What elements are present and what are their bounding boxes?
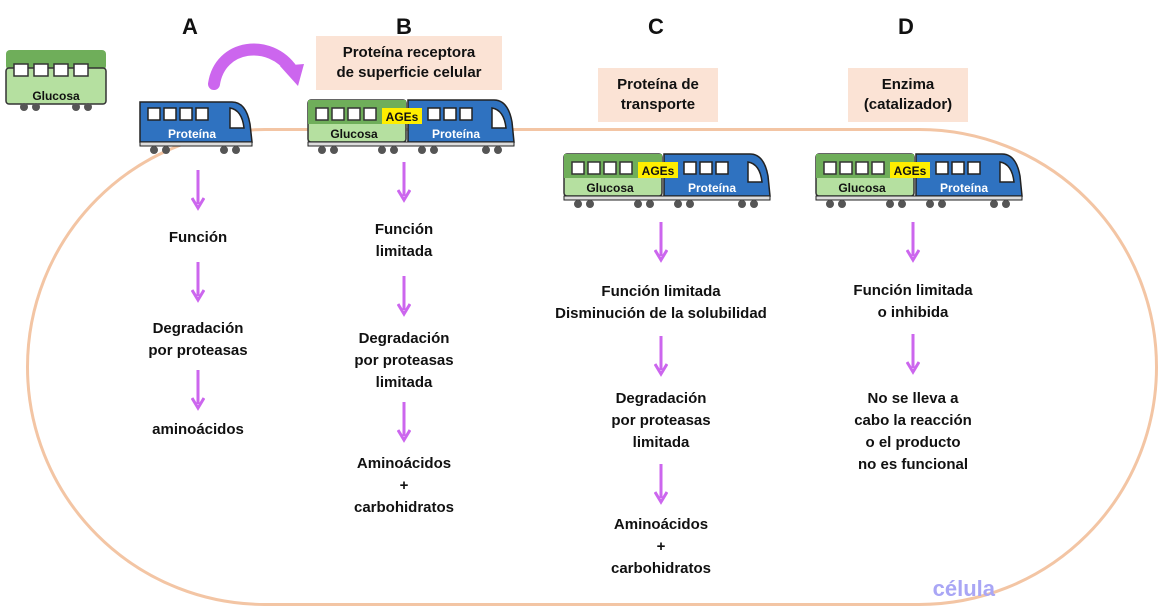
- step-b-products-line3: carbohidratos: [353, 499, 455, 516]
- step-b-products-line1: Aminoácidos: [356, 455, 452, 472]
- column-letter-d: D: [898, 14, 914, 39]
- glucose-label: Glucosa: [32, 89, 80, 103]
- column-letter-c: C: [648, 14, 664, 39]
- glucose-label: Glucosa: [586, 181, 634, 195]
- cell-membrane: [26, 128, 1158, 606]
- down-arrow: [191, 370, 205, 411]
- step-b-products-line2: +: [399, 477, 409, 494]
- step-b-function-line1: Función: [374, 221, 434, 238]
- protein-label: Proteína: [940, 181, 988, 195]
- step-d-reaction-line3: o el producto: [865, 434, 961, 451]
- step-c-degradation: Degradación por proteasas limitada: [561, 388, 761, 454]
- ages-label: AGEs: [894, 164, 927, 178]
- step-d-function: Función limitada o inhibida: [813, 280, 1013, 324]
- protein-label: Proteína: [688, 181, 736, 195]
- tag-receptor-line2: de superficie celular: [336, 64, 482, 81]
- step-a-degradation-line1: Degradación: [152, 320, 244, 337]
- step-b-degradation-line1: Degradación: [358, 330, 450, 347]
- step-d-reaction-line2: cabo la reacción: [854, 412, 972, 429]
- step-d-function-line1: Función limitada: [853, 282, 973, 299]
- ages-label: AGEs: [642, 164, 675, 178]
- step-c-products-line2: +: [656, 538, 666, 555]
- tag-receptor-line1: Proteína receptora: [342, 44, 476, 61]
- tag-transport-line1: Proteína de: [617, 76, 699, 93]
- down-arrow: [397, 162, 411, 203]
- down-arrow: [654, 464, 668, 505]
- step-a-degradation: Degradación por proteasas: [98, 318, 298, 362]
- step-d-reaction: No se lleva a cabo la reacción o el prod…: [813, 388, 1013, 476]
- down-arrow: [191, 262, 205, 303]
- step-d-reaction-line1: No se lleva a: [867, 390, 959, 407]
- step-c-degradation-line1: Degradación: [615, 390, 707, 407]
- column-letter-b: B: [396, 14, 412, 39]
- step-a-function: Función: [168, 229, 228, 246]
- tag-enzyme: Enzima (catalizador): [848, 68, 968, 122]
- step-d-function-line2: o inhibida: [877, 304, 949, 321]
- step-c-function-line1: Función limitada: [601, 283, 721, 300]
- step-c-products-line1: Aminoácidos: [613, 516, 709, 533]
- step-a-aminoacids: aminoácidos: [152, 421, 244, 438]
- down-arrow: [906, 222, 920, 263]
- tag-transport-line2: transporte: [620, 96, 696, 113]
- tag-enzyme-line2: (catalizador): [863, 96, 953, 113]
- step-b-function-line2: limitada: [375, 243, 433, 260]
- glycated-train-d: Glucosa Proteína AGEs: [815, 153, 1023, 208]
- glycated-train-c: Glucosa Proteína AGEs: [563, 153, 771, 208]
- step-b-products: Aminoácidos + carbohidratos: [304, 453, 504, 519]
- step-c-products-line3: carbohidratos: [610, 560, 712, 577]
- tag-receptor: Proteína receptora de superficie celular: [316, 36, 502, 90]
- glucose-label: Glucosa: [838, 181, 886, 195]
- glucose-car-standalone: Glucosa: [5, 50, 107, 111]
- tag-enzyme-line1: Enzima: [881, 76, 935, 93]
- step-c-function: Función limitada Disminución de la solub…: [531, 281, 791, 325]
- step-b-function: Función limitada: [304, 219, 504, 263]
- glycated-train-b: Glucosa Proteína AGEs: [307, 99, 515, 154]
- protein-train-a: Proteína: [139, 101, 253, 154]
- ages-label: AGEs: [386, 110, 419, 124]
- down-arrow: [906, 334, 920, 375]
- step-b-degradation-line2: por proteasas: [354, 352, 454, 369]
- cell-label: célula: [932, 576, 995, 601]
- step-b-degradation-line3: limitada: [375, 374, 433, 391]
- down-arrow: [654, 336, 668, 377]
- down-arrow: [397, 276, 411, 317]
- step-c-degradation-line2: por proteasas: [611, 412, 711, 429]
- step-c-function-line2: Disminución de la solubilidad: [555, 305, 767, 322]
- step-c-products: Aminoácidos + carbohidratos: [561, 514, 761, 580]
- down-arrow: [191, 170, 205, 211]
- step-d-reaction-line4: no es funcional: [857, 456, 968, 473]
- protein-label: Proteína: [168, 127, 216, 141]
- step-a-degradation-line2: por proteasas: [148, 342, 248, 359]
- protein-label: Proteína: [432, 127, 480, 141]
- glycation-curved-arrow: [208, 43, 304, 90]
- down-arrow: [654, 222, 668, 263]
- tag-transport: Proteína de transporte: [598, 68, 718, 122]
- glucose-label: Glucosa: [330, 127, 378, 141]
- step-c-degradation-line3: limitada: [632, 434, 690, 451]
- column-letter-a: A: [182, 14, 198, 39]
- step-b-degradation: Degradación por proteasas limitada: [304, 328, 504, 394]
- down-arrow: [397, 402, 411, 443]
